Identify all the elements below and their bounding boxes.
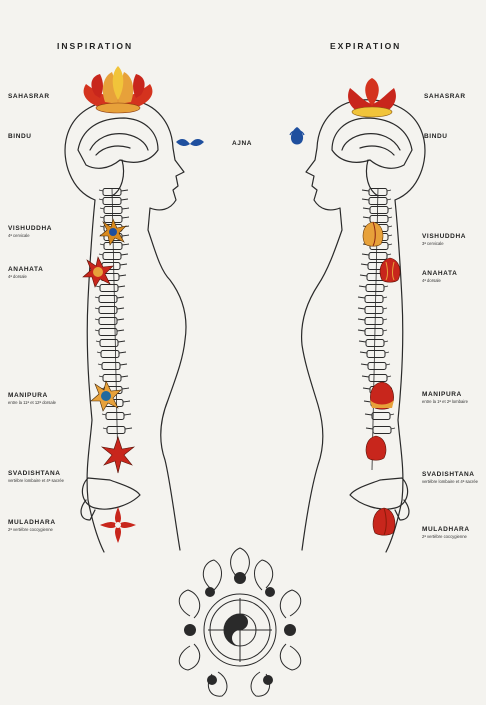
right-manipura-bud bbox=[370, 381, 394, 410]
right-anahata-bud bbox=[379, 257, 401, 283]
right-label-anahata: ANAHATA bbox=[422, 270, 458, 277]
left-sub-svadishtana: vertèbre lombaire et 4ª sacrée bbox=[8, 478, 65, 483]
central-emblem bbox=[178, 547, 302, 697]
right-sub-anahata: 4ª dorsale bbox=[422, 278, 441, 283]
ajna-left-symbol bbox=[176, 138, 204, 146]
left-label-manipura: MANIPURA bbox=[8, 392, 48, 399]
right-vishuddha-bud bbox=[362, 221, 384, 247]
left-label-svadishtana: SVADISHTANA bbox=[8, 470, 61, 477]
left-vishuddha-star bbox=[99, 218, 127, 246]
left-sahasrar-lotus bbox=[83, 66, 153, 114]
right-sahasrar-lotus bbox=[348, 78, 396, 118]
right-sub-vishuddha: 3ª cervicale bbox=[422, 241, 444, 246]
left-label-muladhara: MULADHARA bbox=[8, 519, 56, 526]
right-sub-svadishtana: vertèbre lombaire et 4ª sacrée bbox=[422, 479, 479, 484]
right-label-manipura: MANIPURA bbox=[422, 391, 462, 398]
left-sub-manipura: entre la 11ª et 12ª dorsale bbox=[8, 400, 56, 405]
right-svadishtana-bud bbox=[365, 435, 387, 461]
right-label-muladhara: MULADHARA bbox=[422, 526, 470, 533]
ajna-label: AJNA bbox=[232, 140, 253, 147]
left-sub-vishuddha: 4ª cervicale bbox=[8, 233, 30, 238]
right-muladhara-bud bbox=[372, 507, 396, 536]
ajna-right-symbol bbox=[289, 127, 305, 145]
left-sub-anahata: 4ª dorsale bbox=[8, 274, 27, 279]
right-label-bindu: BINDU bbox=[424, 133, 448, 140]
left-anahata-star bbox=[82, 256, 114, 288]
right-figure bbox=[300, 99, 426, 553]
left-manipura-star bbox=[90, 380, 122, 412]
left-label-vishuddha: VISHUDDHA bbox=[8, 225, 53, 232]
left-svadishtana-flower bbox=[100, 436, 136, 474]
right-sub-muladhara: 2ª vertèbre coccygienne bbox=[422, 534, 467, 539]
expiration-title: EXPIRATION bbox=[330, 41, 402, 51]
left-sub-muladhara: 2ª vertèbre coccygienne bbox=[8, 527, 53, 532]
left-label-sahasrar: SAHASRAR bbox=[8, 93, 50, 100]
right-sub-manipura: entre la 1ª et 2ª lombaire bbox=[422, 399, 468, 404]
inspiration-title: INSPIRATION bbox=[57, 41, 134, 51]
left-label-bindu: BINDU bbox=[8, 133, 32, 140]
right-label-svadishtana: SVADISHTANA bbox=[422, 471, 475, 478]
right-label-sahasrar: SAHASRAR bbox=[424, 93, 466, 100]
left-label-anahata: ANAHATA bbox=[8, 266, 44, 273]
right-label-vishuddha: VISHUDDHA bbox=[422, 233, 467, 240]
left-muladhara-flower bbox=[100, 507, 136, 543]
left-figure bbox=[64, 99, 187, 553]
